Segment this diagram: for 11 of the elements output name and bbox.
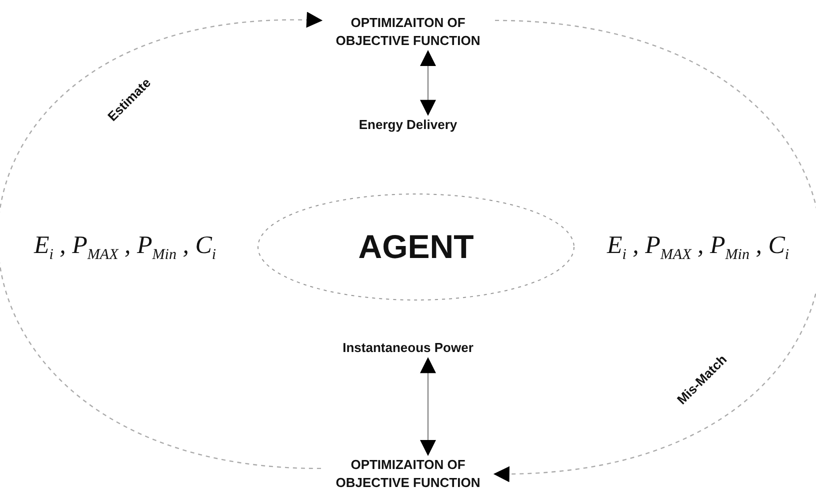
- arrow: [420, 50, 436, 116]
- node-label: OPTIMIZAITON OF OBJECTIVE FUNCTION: [334, 14, 482, 50]
- formula-text: E$_{i}$ , P$_{MAX}$ , P$_{Min}$ , C$_{i}$: [34, 232, 216, 264]
- arrow: [420, 357, 436, 456]
- arrow: [0, 13, 323, 470]
- arrow: [493, 20, 816, 481]
- node-label: Energy Delivery: [358, 116, 458, 134]
- node-label: Instantaneous Power: [342, 339, 474, 357]
- node-label: OPTIMIZAITON OF OBJECTIVE FUNCTION: [334, 456, 482, 492]
- agent-label: AGENT: [358, 226, 474, 267]
- formula-text: E$_{i}$ , P$_{MAX}$ , P$_{Min}$ , C$_{i}$: [606, 232, 790, 264]
